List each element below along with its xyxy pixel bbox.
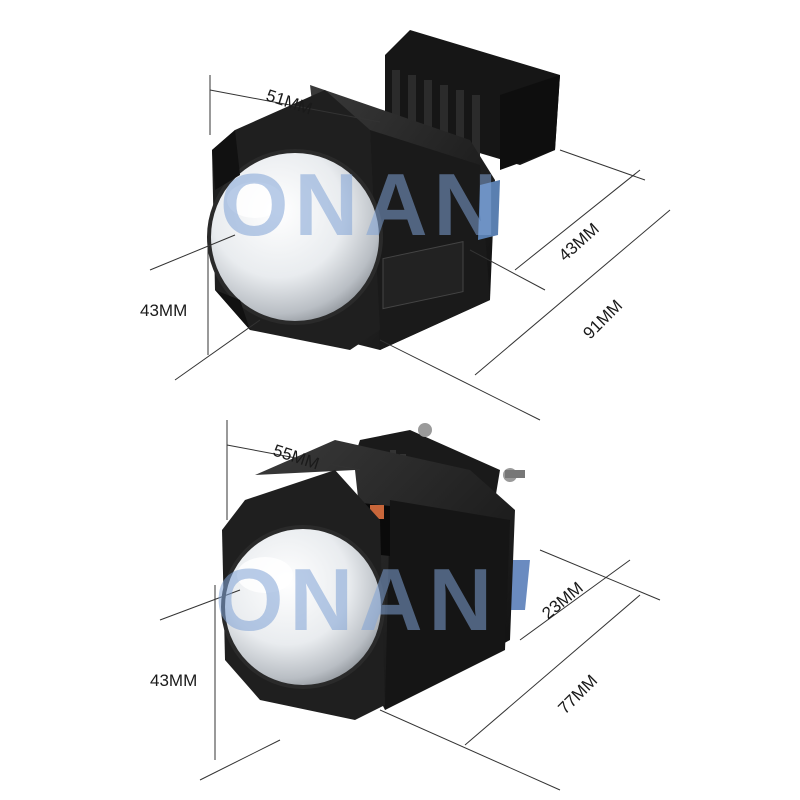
bottom-projector	[221, 423, 530, 720]
top-projector	[207, 30, 560, 350]
bottom-lens	[221, 525, 385, 689]
watermark-top: ONAN	[220, 155, 503, 254]
top-lens	[207, 149, 383, 325]
bottom-dimension-lines	[159, 420, 661, 791]
watermark-bottom: ONAN	[215, 550, 498, 649]
top-heatsink-depth-label: 43MM	[555, 219, 603, 265]
bottom-total-length-label: 77MM	[554, 671, 601, 718]
top-dimension-lines	[149, 75, 671, 421]
bottom-rear-depth-label: 23MM	[538, 578, 586, 623]
bottom-body	[255, 440, 515, 710]
bottom-height-label: 43MM	[150, 671, 197, 690]
top-total-length-label: 91MM	[579, 296, 626, 343]
top-height-label: 43MM	[140, 301, 187, 320]
